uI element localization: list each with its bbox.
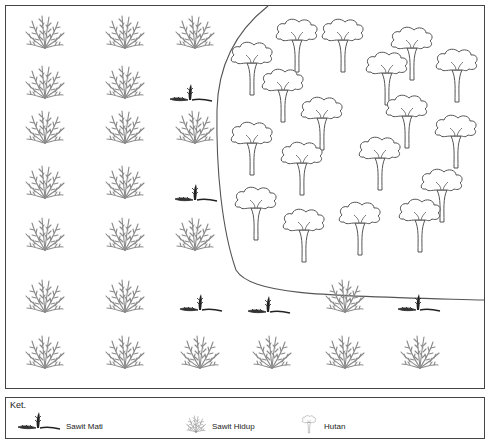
palm-alive [26,166,64,198]
legend-heading: Ket. [10,401,26,411]
palm-dead [248,296,290,313]
palm-alive [26,280,64,312]
palm-dead [170,84,212,101]
forest-tree [359,137,400,190]
palm-alive [26,66,64,98]
forest-tree [339,202,380,255]
legend-sample-dead [18,412,60,429]
forest-tree [283,209,324,262]
palm-dead [175,184,217,201]
map-frame [6,6,485,389]
palm-alive [26,111,64,143]
legend-text: Hutan [324,423,345,432]
palm-alive [26,218,64,250]
palm-alive [176,16,214,48]
palm-alive [26,16,64,48]
palm-alive [106,336,144,368]
legend-sample-forest [302,416,315,433]
palm-alive [326,280,364,312]
palm-alive [106,280,144,312]
forest-tree [322,19,363,72]
palm-alive [253,336,291,368]
palm-alive [106,218,144,250]
forest-tree [262,69,303,122]
forest-tree [276,19,317,72]
forest-tree [435,115,476,168]
legend-sample-alive [187,416,206,432]
palm-alive [176,218,214,250]
forest-tree [301,97,342,150]
palm-alive [106,66,144,98]
legend-text: Sawit Mati [66,423,103,432]
palm-alive [106,166,144,198]
palm-alive [26,336,64,368]
palm-dead [398,294,440,311]
palm-alive [106,111,144,143]
palm-field [26,16,440,368]
forest-tree [436,49,477,102]
legend-text: Sawit Hidup [212,423,255,432]
palm-alive [176,111,214,143]
forest-tree [399,199,440,252]
forest-tree [235,187,276,240]
palm-dead [180,294,222,311]
forest-tree [281,142,322,195]
forest-boundary [217,6,484,300]
forest-tree [231,122,272,175]
palm-alive [106,16,144,48]
forest-trees [231,19,477,262]
palm-alive [401,336,439,368]
palm-alive [181,336,219,368]
palm-alive [326,336,364,368]
legend-frame [6,398,485,439]
